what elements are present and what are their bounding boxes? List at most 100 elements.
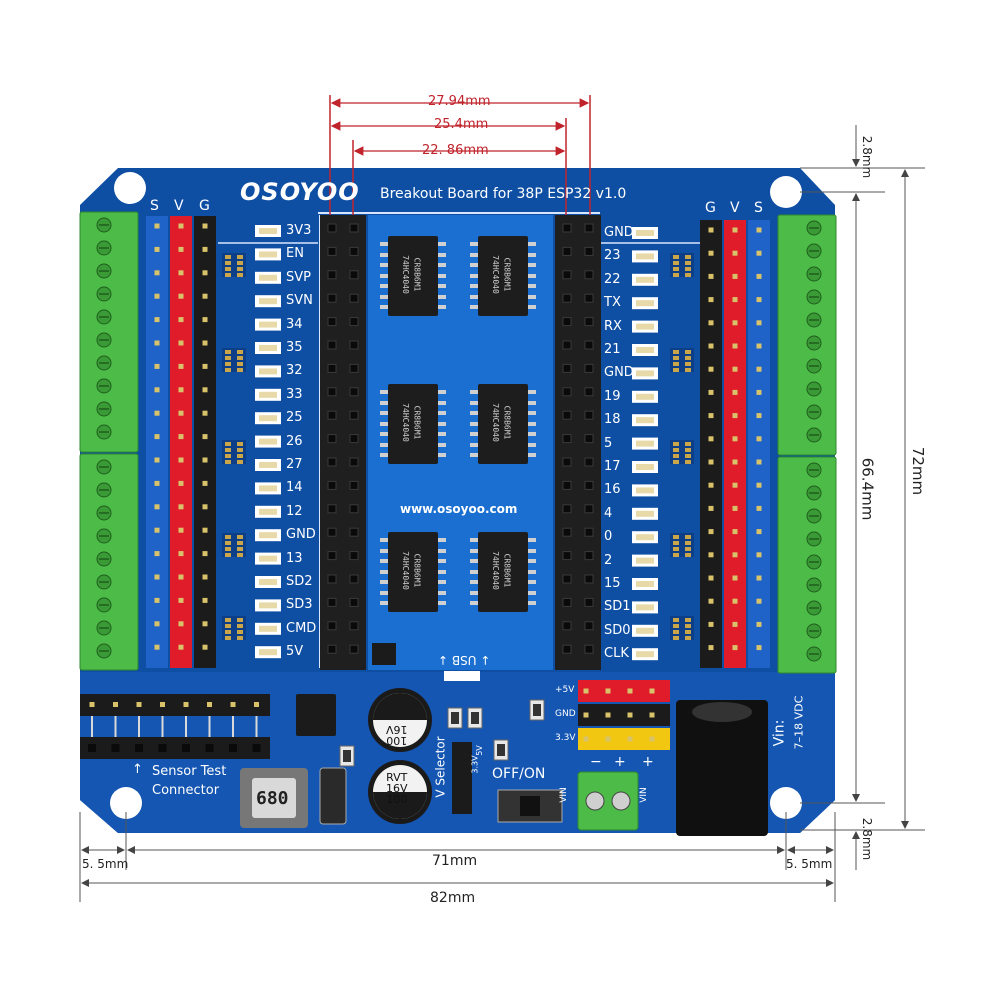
ic-pin: [380, 411, 388, 415]
ic-pin: [380, 453, 388, 457]
ic-pin: [528, 390, 536, 394]
left-pin-label: 33: [286, 386, 303, 402]
capacitor-top: [368, 688, 432, 752]
ic-chip-marking: 74HC4040: [400, 403, 410, 442]
header-columns-left: [146, 216, 216, 668]
left-pin-label: 32: [286, 363, 303, 379]
ic-pin: [438, 294, 446, 299]
ic-chip-marking-2: CR8B6M1: [502, 553, 512, 588]
ic-chip-marking: 74HC4040: [490, 255, 500, 294]
left-pin-label: GND: [286, 527, 316, 543]
brand-logo: OSOYOO: [240, 178, 360, 206]
ic-chip-marking-2: CR8B6M1: [412, 553, 422, 588]
ic-pin: [470, 590, 478, 595]
ic-pin: [470, 263, 478, 267]
ic-chip: [388, 236, 438, 316]
ic-pin: [380, 263, 388, 267]
ic-pin: [528, 294, 536, 299]
ic-pin: [470, 242, 478, 246]
ic-pin: [380, 284, 388, 288]
ic-pin: [470, 273, 478, 278]
esp32-header-left: [320, 215, 366, 670]
dim-right-total: 72mm: [909, 446, 928, 496]
led-pads-right: [632, 227, 658, 661]
ic-pin: [438, 411, 446, 415]
capacitor-bottom-label: RVT 16V 100: [386, 772, 408, 805]
right-pin-label: GND: [604, 365, 634, 381]
dim-top-outer: 27.94mm: [428, 94, 491, 109]
ic-pin: [470, 400, 478, 405]
switch-label: OFF/ON: [492, 766, 546, 782]
ic-pin: [470, 580, 478, 584]
ic-pin: [528, 305, 536, 309]
ic-pin: [438, 601, 446, 605]
ic-pin: [438, 580, 446, 584]
ic-pin: [438, 442, 446, 447]
dim-bottom-right-offset: 5. 5mm: [786, 857, 833, 871]
ic-pin: [380, 432, 388, 436]
dim-bottom-left-offset: 5. 5mm: [82, 857, 129, 871]
dim-bottom-holes: 71mm: [432, 853, 478, 869]
capacitor-top-label: 100 16V: [386, 723, 408, 747]
ic-pin: [380, 442, 388, 447]
ic-chip: [478, 384, 528, 464]
led-pads-left: [255, 225, 281, 659]
ic-pin: [528, 580, 536, 584]
ic-chip-marking-2: CR8B6M1: [502, 257, 512, 292]
ic-pin: [470, 305, 478, 309]
right-pin-label: 16: [604, 482, 621, 498]
left-pin-label: 34: [286, 316, 303, 332]
left-pin-label: 27: [286, 457, 303, 472]
ic-chip-marking-2: CR8B6M1: [412, 405, 422, 440]
smd-components: [222, 253, 694, 767]
left-pin-label: CMD: [286, 620, 317, 636]
left-pin-label: EN: [286, 246, 304, 262]
ic-pin: [528, 442, 536, 447]
col-header-right-s: S: [754, 200, 763, 216]
ic-pin: [470, 421, 478, 426]
col-header-right-v: V: [730, 200, 740, 216]
ic-pin: [438, 569, 446, 574]
terminal-block-left: [79, 211, 139, 671]
vin-label-left: VIN: [558, 787, 569, 803]
ic-pin: [470, 252, 478, 257]
col-header-right-g: G: [705, 200, 716, 216]
vin-range-value: 7–18 VDC: [792, 695, 806, 750]
mounting-holes: [110, 172, 802, 819]
vin-terminal: [577, 771, 639, 831]
ic-pin: [528, 421, 536, 426]
right-pin-label: 4: [604, 505, 613, 521]
right-pin-label: CLK: [604, 646, 629, 662]
right-pin-label: 19: [604, 388, 621, 404]
regulator-chip: [296, 694, 336, 736]
ic-pin: [470, 548, 478, 553]
ic-pin: [438, 538, 446, 542]
capacitor-bottom: [368, 760, 432, 824]
capacitor-bottom-line1: 100: [386, 793, 408, 806]
ic-pin: [438, 548, 446, 553]
polarity-plus-2: +: [642, 754, 654, 770]
power-switch: [497, 789, 563, 823]
ic-pin: [380, 305, 388, 309]
right-pin-label: 17: [604, 459, 621, 474]
rail-label-gnd: GND: [555, 709, 576, 719]
left-pin-label: SD2: [286, 574, 313, 589]
ic-pin: [380, 601, 388, 605]
ic-pin: [528, 559, 536, 563]
sensor-label-line2: Connector: [152, 783, 220, 798]
col-header-left-g: G: [199, 198, 210, 214]
left-pin-label: 14: [286, 480, 303, 496]
inductor-label: 680: [256, 788, 289, 809]
left-pin-label: 35: [286, 340, 303, 355]
ic-pin: [528, 453, 536, 457]
ic-chip-marking: 74HC4040: [400, 255, 410, 294]
right-pin-label: 2: [604, 552, 613, 568]
ic-pin: [438, 390, 446, 394]
rail-label-3v3: 3.3V: [555, 733, 576, 743]
ic-pin: [380, 538, 388, 542]
ic-pin: [470, 569, 478, 574]
power-rail-headers: [578, 680, 670, 750]
right-pin-label: SD1: [604, 599, 631, 615]
ic-pin: [528, 284, 536, 288]
left-pin-label: 13: [286, 550, 303, 566]
